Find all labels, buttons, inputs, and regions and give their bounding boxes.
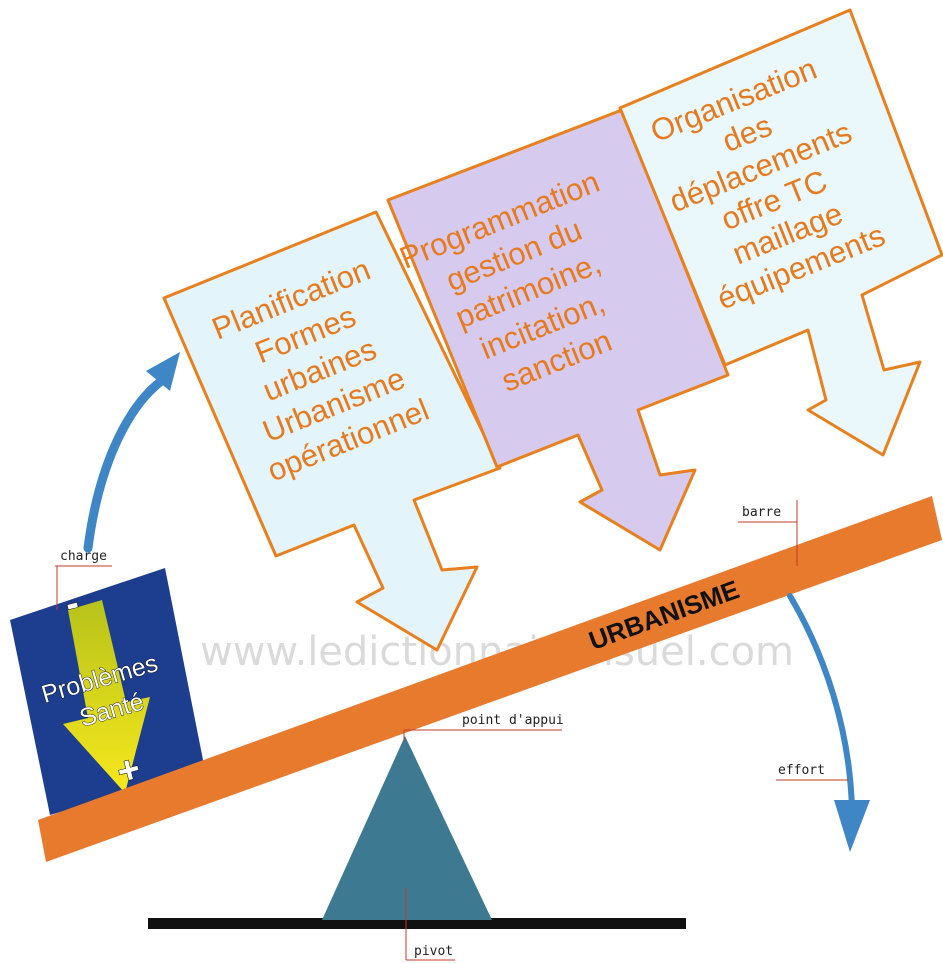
label-pivot: pivot (405, 888, 455, 961)
label-point-appui-text: point d'appui (462, 713, 564, 728)
label-effort: effort (776, 763, 848, 781)
down-arrow-icon (63, 600, 150, 793)
lever-beam (38, 496, 942, 862)
arrow-up-icon (83, 352, 180, 553)
label-barre-text: barre (742, 505, 781, 520)
label-barre: barre (738, 500, 798, 566)
label-charge: charge (55, 549, 112, 610)
label-point-appui: point d'appui (403, 713, 564, 742)
box-programmation: Programmation gestion du patrimoine, inc… (386, 108, 730, 552)
box-planification: Planification Formes urbaines Urbanisme … (162, 210, 502, 652)
label-pivot-text: pivot (414, 944, 453, 959)
box-organisation-shape (618, 8, 943, 457)
ground-bar (148, 918, 686, 929)
box-organisation: Organisation des déplacements offre TC m… (618, 8, 943, 457)
label-charge-text: charge (60, 549, 107, 564)
label-effort-text: effort (778, 763, 825, 778)
load-block: - Problèmes Santé + (10, 568, 205, 815)
arrow-down-icon (787, 593, 870, 852)
fulcrum-triangle (322, 736, 492, 920)
